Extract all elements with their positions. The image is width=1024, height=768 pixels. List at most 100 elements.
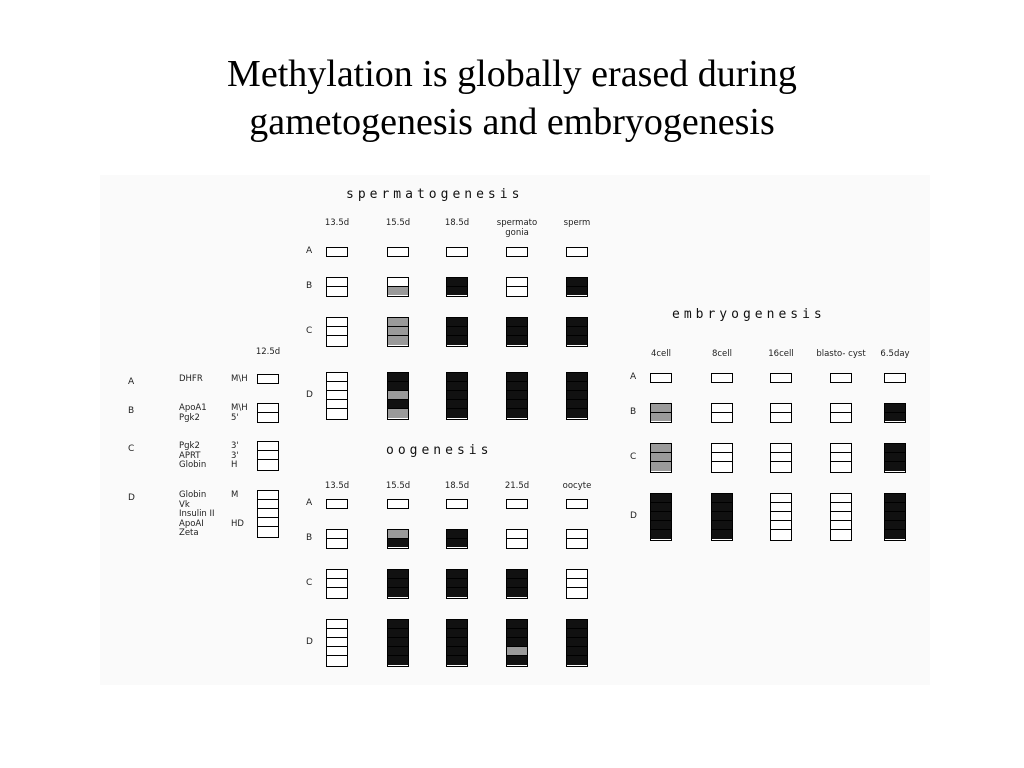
- methylation-segment: [651, 404, 671, 413]
- methylation-segment: [885, 521, 905, 530]
- methylation-segment: [507, 373, 527, 382]
- spermatogenesis-methylation-box: [446, 277, 468, 297]
- gene-mark: M: [231, 490, 239, 500]
- spermatogenesis-column-header: 18.5d: [444, 218, 470, 228]
- methylation-segment: [258, 442, 278, 451]
- methylation-segment: [327, 620, 347, 629]
- methylation-segment: [885, 412, 905, 421]
- methylation-segment: [388, 629, 408, 638]
- gene-name: Vk: [179, 499, 190, 510]
- embryogenesis-column-header: 16cell: [768, 349, 794, 359]
- methylation-segment: [507, 391, 527, 400]
- methylation-segment: [567, 382, 587, 391]
- methylation-segment: [831, 494, 851, 503]
- methylation-segment: [327, 656, 347, 665]
- reference-box: [257, 441, 279, 471]
- oogenesis-methylation-box: [506, 499, 528, 509]
- methylation-segment: [388, 409, 408, 418]
- embryogenesis-methylation-box: [711, 373, 733, 383]
- methylation-segment: [567, 318, 587, 327]
- methylation-segment: [771, 494, 791, 503]
- oogenesis-methylation-box: [446, 569, 468, 599]
- reference-box: [257, 403, 279, 423]
- spermatogenesis-methylation-box: [566, 317, 588, 347]
- methylation-segment: [447, 538, 467, 547]
- methylation-segment: [388, 588, 408, 597]
- methylation-segment: [885, 374, 905, 381]
- methylation-segment: [567, 638, 587, 647]
- embryogenesis-methylation-box: [770, 493, 792, 541]
- methylation-segment: [447, 500, 467, 507]
- gene-name: Zeta: [179, 528, 199, 538]
- methylation-segment: [388, 373, 408, 382]
- embryogenesis-methylation-box: [884, 403, 906, 423]
- methylation-segment: [567, 579, 587, 588]
- spermatogenesis-methylation-box: [566, 277, 588, 297]
- methylation-segment: [885, 453, 905, 462]
- gene-mark: 3': [231, 450, 239, 461]
- methylation-segment: [567, 588, 587, 597]
- methylation-segment: [831, 512, 851, 521]
- methylation-segment: [771, 462, 791, 471]
- methylation-segment: [712, 374, 732, 381]
- oogenesis-methylation-box: [506, 619, 528, 667]
- methylation-segment: [712, 462, 732, 471]
- spermatogenesis-methylation-box: [326, 247, 348, 257]
- embryogenesis-methylation-box: [830, 493, 852, 541]
- methylation-segment: [447, 382, 467, 391]
- embryogenesis-methylation-box: [650, 443, 672, 473]
- methylation-segment: [651, 374, 671, 381]
- methylation-segment: [885, 444, 905, 453]
- gene-name: Insulin II: [179, 509, 215, 519]
- gene-name: APRT: [179, 450, 201, 461]
- methylation-segment: [712, 453, 732, 462]
- methylation-segment: [388, 391, 408, 400]
- methylation-segment: [771, 412, 791, 421]
- embryogenesis-methylation-box: [711, 493, 733, 541]
- methylation-segment: [567, 278, 587, 287]
- embryogenesis-methylation-box: [650, 403, 672, 423]
- methylation-segment: [388, 647, 408, 656]
- spermatogenesis-row-label: D: [306, 390, 313, 400]
- embryogenesis-methylation-box: [884, 443, 906, 473]
- methylation-segment: [507, 530, 527, 539]
- oogenesis-column-header: 21.5d: [504, 481, 530, 491]
- methylation-segment: [771, 453, 791, 462]
- methylation-segment: [507, 620, 527, 629]
- methylation-segment: [447, 336, 467, 345]
- methylation-segment: [771, 512, 791, 521]
- methylation-segment: [651, 494, 671, 503]
- oogenesis-methylation-box: [566, 529, 588, 549]
- spermatogenesis-row-label: B: [306, 281, 313, 291]
- methylation-segment: [567, 248, 587, 255]
- methylation-segment: [388, 318, 408, 327]
- reference-box: [257, 374, 279, 384]
- embryogenesis-methylation-box: [830, 403, 852, 423]
- methylation-segment: [388, 278, 408, 287]
- embryogenesis-methylation-box: [650, 493, 672, 541]
- spermatogenesis-column-header: sperm: [563, 218, 591, 228]
- methylation-segment: [507, 647, 527, 656]
- embryogenesis-column-header: 4cell: [650, 349, 672, 359]
- slide-title-line-1: Methylation is globally erased during: [227, 53, 797, 95]
- methylation-segment: [651, 521, 671, 530]
- reference-row-label: B: [128, 406, 135, 416]
- methylation-segment: [831, 530, 851, 539]
- methylation-segment: [507, 588, 527, 597]
- methylation-segment: [885, 512, 905, 521]
- methylation-segment: [388, 638, 408, 647]
- spermatogenesis-row-label: C: [306, 326, 313, 336]
- methylation-segment: [567, 647, 587, 656]
- methylation-segment: [388, 570, 408, 579]
- methylation-segment: [507, 400, 527, 409]
- methylation-segment: [447, 620, 467, 629]
- methylation-segment: [258, 451, 278, 460]
- methylation-segment: [831, 503, 851, 512]
- embryogenesis-row-label: B: [630, 407, 637, 417]
- oogenesis-title: oogenesis: [386, 443, 493, 458]
- embryogenesis-column-header: 8cell: [711, 349, 733, 359]
- methylation-segment: [447, 409, 467, 418]
- methylation-segment: [771, 374, 791, 381]
- methylation-segment: [712, 503, 732, 512]
- methylation-segment: [651, 503, 671, 512]
